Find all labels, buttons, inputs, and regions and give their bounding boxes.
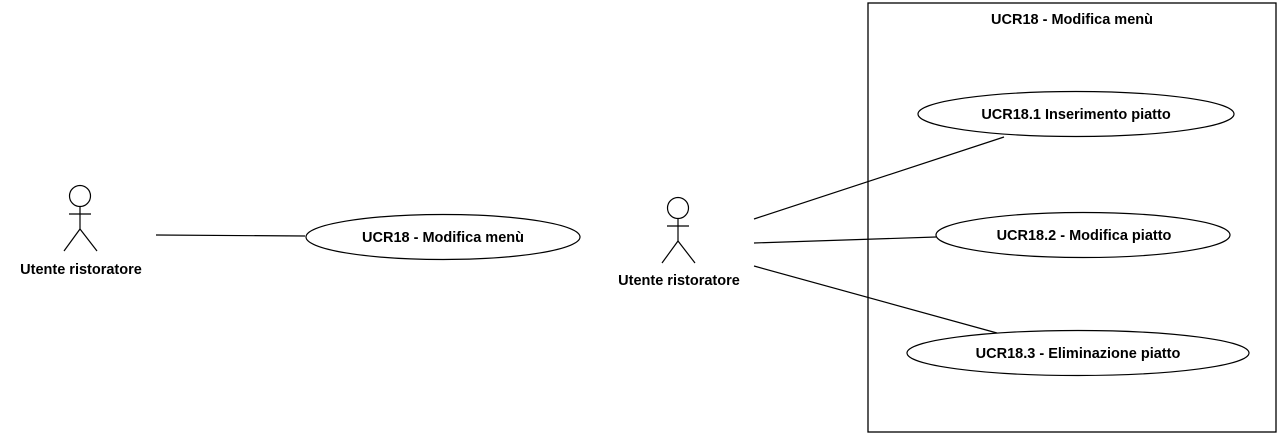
actor-left-head xyxy=(68,184,92,208)
association-left-actor-main[interactable] xyxy=(155,234,306,237)
actor-center-head xyxy=(666,196,690,220)
use-case-delete[interactable] xyxy=(906,329,1250,377)
use-case-edit[interactable] xyxy=(935,211,1231,259)
actor-center[interactable] xyxy=(661,196,696,264)
actor-center-leg-right xyxy=(677,240,696,264)
association-center-actor-insert[interactable] xyxy=(753,136,1005,220)
actor-left-leg-left xyxy=(63,228,81,252)
use-case-insert-label: UCR18.1 Inserimento piatto xyxy=(981,107,1170,123)
association-center-actor-delete[interactable] xyxy=(753,265,998,334)
actor-center-leg-left xyxy=(661,240,679,264)
actor-center-label: Utente ristoratore xyxy=(618,273,740,289)
use-case-main[interactable] xyxy=(305,213,581,261)
system-boundary-title: UCR18 - Modifica menù xyxy=(991,12,1153,28)
association-center-actor-edit[interactable] xyxy=(753,236,937,244)
use-case-delete-label: UCR18.3 - Eliminazione piatto xyxy=(976,346,1181,362)
use-case-edit-label: UCR18.2 - Modifica piatto xyxy=(997,228,1172,244)
use-case-insert[interactable] xyxy=(917,90,1235,138)
actor-left-leg-right xyxy=(79,228,98,252)
use-case-main-label: UCR18 - Modifica menù xyxy=(362,230,524,246)
actor-left[interactable] xyxy=(63,184,98,252)
actor-left-label: Utente ristoratore xyxy=(20,262,142,278)
